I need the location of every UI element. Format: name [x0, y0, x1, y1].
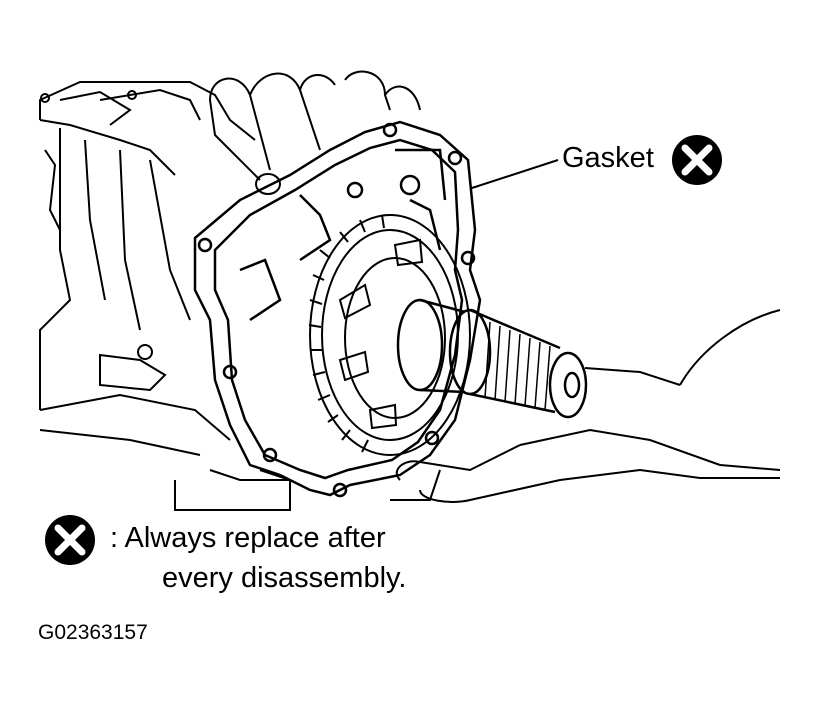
left-hand	[209, 70, 421, 195]
figure-code: G02363157	[38, 621, 148, 644]
legend-text-line2: every disassembly.	[162, 562, 407, 594]
gasket-label: Gasket	[562, 142, 654, 174]
right-hand	[395, 309, 781, 503]
circled-x-icon	[672, 135, 722, 185]
output-shaft	[396, 298, 588, 419]
gasket-leader-line	[471, 159, 559, 189]
circled-x-icon	[45, 515, 95, 565]
legend-text-line1: : Always replace after	[110, 522, 386, 554]
gear-flange	[308, 214, 471, 456]
transmission-case	[39, 81, 441, 511]
gasket	[193, 120, 482, 498]
